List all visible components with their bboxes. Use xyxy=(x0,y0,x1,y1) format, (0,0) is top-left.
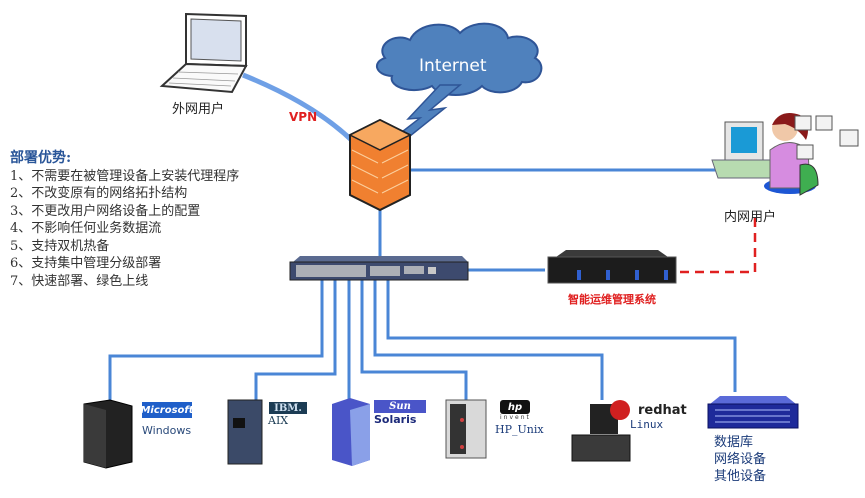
internal-user-icon xyxy=(711,112,859,196)
other-devices-sublabel: 其他设备 xyxy=(714,469,767,484)
os-label-aix: AIX xyxy=(268,414,289,427)
ibm-logo: IBM. xyxy=(269,402,307,414)
ops-internal-dashed-line xyxy=(680,215,757,274)
redhat-logo-icon xyxy=(610,400,630,420)
ops-system-label: 智能运维管理系统 xyxy=(568,293,656,306)
advantage-item: 1、不需要在被管理设备上安装代理程序 xyxy=(10,168,240,184)
network-device-icon xyxy=(707,396,799,429)
os-label-linux: Linux xyxy=(630,418,664,431)
sun-logo: Sun xyxy=(374,400,426,413)
switch-other-line xyxy=(386,280,737,392)
other-devices-label: 数据库 网络设备 其他设备 xyxy=(714,434,766,485)
deployment-advantages: 部署优势: 1、不需要在被管理设备上安装代理程序 2、不改变原有的网络拓扑结构 … xyxy=(10,150,239,290)
advantage-item: 7、快速部署、绿色上线 xyxy=(10,273,149,289)
advantage-item: 3、不更改用户网络设备上的配置 xyxy=(10,203,201,219)
switch-hpux-line xyxy=(360,280,468,400)
vpn-label: VPN xyxy=(289,110,318,124)
switch-icon xyxy=(289,256,469,281)
advantage-item: 5、支持双机热备 xyxy=(10,238,110,254)
hpux-server-icon xyxy=(445,399,487,459)
advantage-item: 2、不改变原有的网络拓扑结构 xyxy=(10,186,188,201)
switch-linux-line xyxy=(373,280,604,400)
os-label-solaris: Solaris xyxy=(374,413,417,426)
linux-server-icon xyxy=(571,400,631,462)
hp-logo: hp xyxy=(500,400,530,414)
advantage-item: 6、支持集中管理分级部署 xyxy=(10,256,162,271)
redhat-logo: redhat xyxy=(638,403,687,418)
network-devices-label: 网络设备 xyxy=(714,452,767,467)
external-user-label: 外网用户 xyxy=(172,102,225,117)
connection-lines xyxy=(108,168,737,400)
os-label-windows: Windows xyxy=(142,424,192,437)
ops-server-icon xyxy=(547,250,677,284)
internet-label: Internet xyxy=(419,56,487,76)
solaris-server-icon xyxy=(332,398,370,466)
database-label: 数据库 xyxy=(714,435,754,450)
advantages-title: 部署优势: xyxy=(10,150,72,166)
firewall-icon xyxy=(348,118,412,212)
microsoft-logo: Microsoft xyxy=(140,402,194,418)
internal-user-label: 内网用户 xyxy=(724,210,777,225)
advantage-item: 4、不影响任何业务数据流 xyxy=(10,221,162,236)
switch-windows-line xyxy=(108,280,324,400)
windows-server-icon xyxy=(83,399,133,469)
os-label-hpux: HP_Unix xyxy=(495,423,544,436)
hp-invent-label: invent xyxy=(500,414,531,421)
internet-cloud xyxy=(376,22,543,146)
laptop-icon xyxy=(159,12,248,94)
switch-aix-line xyxy=(254,280,337,400)
aix-server-icon xyxy=(227,399,263,465)
